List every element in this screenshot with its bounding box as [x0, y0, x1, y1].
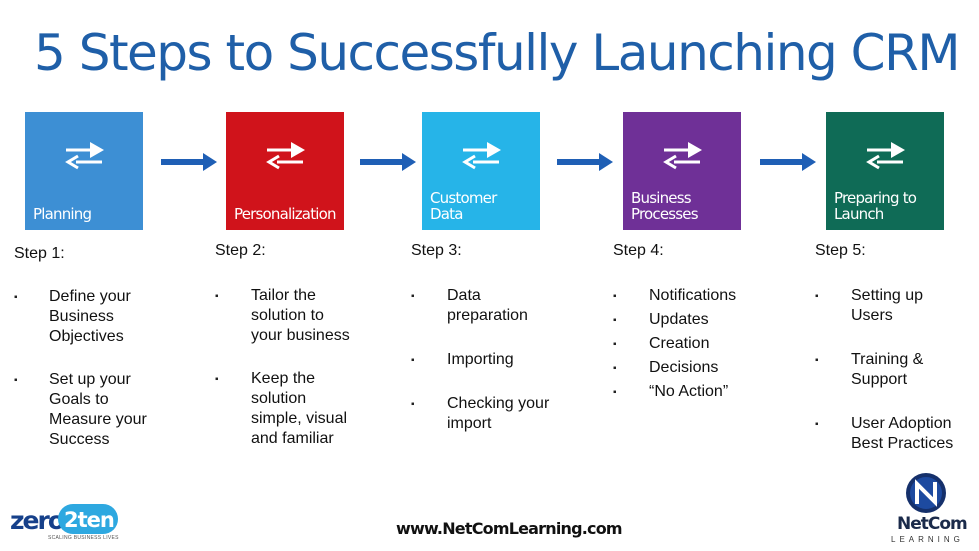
step-4-list: ▪Notifications ▪Updates ▪Creation ▪Decis…	[613, 284, 803, 404]
list-item: ▪Set up your Goals to Measure your Succe…	[14, 371, 147, 448]
list-item: ▪Keep the solution simple, visual and fa…	[215, 370, 348, 447]
list-item: ▪Updates	[613, 308, 803, 332]
logo-word: zero	[10, 506, 65, 535]
step-3-heading: Step 3:	[411, 242, 462, 259]
bullet-icon: ▪	[815, 355, 819, 366]
step-2-heading: Step 2:	[215, 242, 266, 259]
tile-business-processes: Business Processes	[623, 112, 741, 230]
netcom-name: NetCom	[897, 514, 968, 534]
bullet-icon: ▪	[411, 399, 415, 410]
list-item: ▪Training & Support	[815, 351, 924, 388]
netcom-logo: NetCom LEARNING	[870, 472, 968, 547]
transfer-arrows-icon	[663, 142, 702, 170]
bullet-icon: ▪	[613, 339, 617, 350]
list-item: ▪Decisions	[613, 356, 803, 380]
tile-label: Preparing to Launch	[834, 189, 917, 223]
tile-label: Personalization	[234, 205, 337, 223]
transfer-arrows-icon	[866, 142, 905, 170]
bullet-icon: ▪	[613, 315, 617, 326]
list-item: ▪Importing	[411, 350, 601, 370]
globe-icon	[906, 473, 946, 513]
right-arrow-icon	[360, 153, 416, 171]
list-item: ▪Notifications	[613, 284, 803, 308]
step-5-list: ▪Setting up Users ▪Training & Support ▪U…	[815, 286, 977, 454]
tile-label: Business Processes	[631, 189, 699, 223]
zero2ten-logo: zero 2ten SCALING BUSINESS LIVES	[10, 502, 120, 544]
cloud-icon: 2ten	[58, 504, 118, 534]
list-item: ▪User Adoption Best Practices	[815, 415, 954, 452]
bullet-icon: ▪	[411, 355, 415, 366]
step-4-heading: Step 4:	[613, 242, 664, 259]
tile-preparing-to-launch: Preparing to Launch	[826, 112, 944, 230]
bullet-icon: ▪	[14, 292, 18, 303]
right-arrow-icon	[161, 153, 217, 171]
bullet-icon: ▪	[411, 291, 415, 302]
step-5-heading: Step 5:	[815, 242, 866, 259]
list-item: ▪Define your Business Objectives	[14, 288, 131, 345]
tile-planning: Planning	[25, 112, 143, 230]
transfer-arrows-icon	[65, 142, 104, 170]
list-item: ▪Setting up Users	[815, 287, 924, 324]
logo-tagline: SCALING BUSINESS LIVES	[48, 535, 119, 541]
bullet-icon: ▪	[215, 374, 219, 385]
website-link[interactable]: www.NetComLearning.com	[396, 519, 623, 538]
bullet-icon: ▪	[613, 387, 617, 398]
step-3-list: ▪Data preparation ▪Importing ▪Checking y…	[411, 286, 601, 434]
step-1-list: ▪Define your Business Objectives ▪Set up…	[14, 287, 194, 450]
bullet-icon: ▪	[815, 419, 819, 430]
right-arrow-icon	[557, 153, 613, 171]
tile-customer-data: Customer Data	[422, 112, 540, 230]
bullet-icon: ▪	[613, 291, 617, 302]
tile-label: Planning	[33, 205, 92, 223]
step-2-list: ▪Tailor the solution to your business ▪K…	[215, 286, 395, 449]
right-arrow-icon	[760, 153, 816, 171]
list-item: ▪Creation	[613, 332, 803, 356]
bullet-icon: ▪	[215, 291, 219, 302]
list-item: ▪Data preparation	[411, 287, 528, 324]
tile-personalization: Personalization	[226, 112, 344, 230]
slide-title: 5 Steps to Successfully Launching CRM	[34, 24, 960, 82]
tile-label: Customer Data	[430, 189, 497, 223]
netcom-sub: LEARNING	[891, 535, 964, 544]
step-1-heading: Step 1:	[14, 245, 65, 262]
list-item: ▪Tailor the solution to your business	[215, 287, 350, 344]
bullet-icon: ▪	[14, 375, 18, 386]
list-item: ▪“No Action”	[613, 380, 803, 404]
list-item: ▪Checking your import	[411, 395, 550, 432]
transfer-arrows-icon	[266, 142, 305, 170]
bullet-icon: ▪	[815, 291, 819, 302]
bullet-icon: ▪	[613, 363, 617, 374]
transfer-arrows-icon	[462, 142, 501, 170]
